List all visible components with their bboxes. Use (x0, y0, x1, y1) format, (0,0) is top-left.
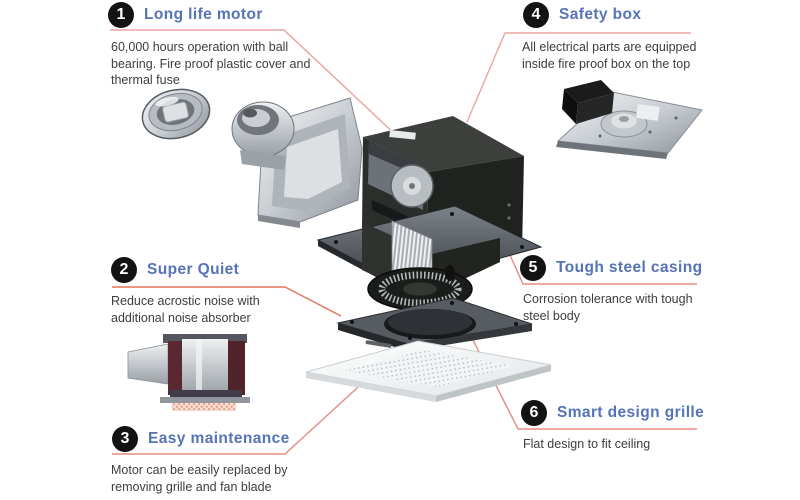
callout-tough-steel-casing: 5 Tough steel casing (520, 255, 702, 281)
callout-6-badge: 6 (521, 400, 547, 426)
callout-4-badge: 4 (523, 2, 549, 28)
connector-line-1 (110, 29, 416, 154)
callout-2-title: Super Quiet (147, 261, 240, 278)
grille-vents (344, 350, 514, 387)
safety-box-photo (556, 80, 703, 159)
noise-absorber-photo (127, 334, 250, 411)
callout-safety-box: 4 Safety box (523, 2, 641, 28)
callout-6-description: Flat design to fit ceiling (523, 437, 651, 451)
callout-6-title: Smart design grille (557, 404, 705, 421)
callout-3-title: Easy maintenance (148, 430, 290, 447)
duct-adapter (231, 97, 363, 228)
callout-3-badge: 3 (112, 426, 138, 452)
ball-bearing-photo (141, 88, 211, 140)
connector-line-3 (112, 377, 369, 455)
callout-3-description: Motor can be easily replaced by removing… (111, 463, 288, 494)
callout-5-description: Corrosion tolerance with tough steel bod… (523, 292, 693, 323)
steel-casing (362, 116, 524, 262)
callout-long-life-motor: 1 Long life motor (108, 2, 263, 28)
callout-1-description: 60,000 hours operation with ball bearing… (111, 40, 311, 87)
noise-absorber-mesh (172, 403, 236, 411)
callout-5-title: Tough steel casing (556, 259, 703, 276)
callout-connector-lines (110, 29, 697, 455)
fan-shaft-bolt (445, 265, 455, 281)
ceiling-grille (305, 340, 552, 402)
callout-2-badge: 2 (111, 257, 137, 283)
callout-5-badge: 5 (520, 255, 546, 281)
callout-1-badge: 1 (108, 2, 134, 28)
callout-2-description: Reduce acrostic noise with additional no… (111, 294, 260, 325)
callout-1-title: Long life motor (144, 6, 263, 23)
callout-easy-maintenance: 3 Easy maintenance (112, 426, 290, 452)
grille-logo (365, 340, 392, 348)
callout-super-quiet: 2 Super Quiet (111, 257, 239, 283)
connector-line-4 (466, 32, 691, 123)
callout-4-title: Safety box (559, 6, 642, 23)
connector-line-2 (112, 286, 342, 317)
callout-4-description: All electrical parts are equipped inside… (522, 40, 697, 71)
exploded-fan-product (231, 97, 552, 402)
callout-smart-design-grille: 6 Smart design grille (521, 400, 704, 426)
